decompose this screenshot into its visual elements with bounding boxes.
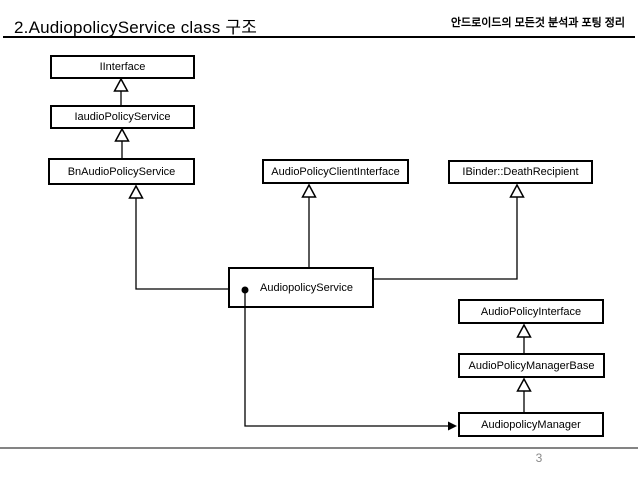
- class-box-ibinder-death-recipient: IBinder::DeathRecipient: [448, 160, 593, 184]
- class-box-audio-policy-client-interface: AudioPolicyClientInterface: [262, 159, 409, 184]
- page-title: 2.AudiopolicyService class 구조: [14, 18, 258, 37]
- edge-service-to-bn: [135, 198, 228, 290]
- inheritance-arrow-policy-interface: [516, 323, 532, 338]
- inheritance-arrow-iaudio: [114, 127, 130, 142]
- header-divider: [3, 36, 635, 38]
- class-box-audiopolicy-service: AudiopolicyService: [228, 267, 374, 308]
- class-box-iinterface: IInterface: [50, 55, 195, 79]
- inheritance-arrow-bn: [128, 184, 144, 199]
- inheritance-arrow-managerbase: [516, 377, 532, 392]
- page-number: 3: [535, 451, 543, 465]
- header-note: 안드로이드의 모든것 분석과 포팅 정리: [450, 17, 625, 29]
- inheritance-arrow-client-interface: [301, 183, 317, 198]
- class-box-iaudio-policy-service: IaudioPolicyService: [50, 105, 195, 129]
- edge-service-to-manager: [244, 293, 449, 427]
- class-box-audiopolicy-manager: AudiopolicyManager: [458, 412, 604, 437]
- composition-arrowhead: [448, 421, 457, 431]
- class-box-bn-audio-policy-service: BnAudioPolicyService: [48, 158, 195, 185]
- class-box-audio-policy-manager-base: AudioPolicyManagerBase: [458, 353, 605, 378]
- inheritance-arrow-death-recipient: [509, 183, 525, 198]
- edge-service-to-death-recipient: [374, 197, 518, 280]
- inheritance-arrow-iinterface: [113, 77, 129, 92]
- footer-divider: [0, 447, 638, 449]
- class-box-audio-policy-interface: AudioPolicyInterface: [458, 299, 604, 324]
